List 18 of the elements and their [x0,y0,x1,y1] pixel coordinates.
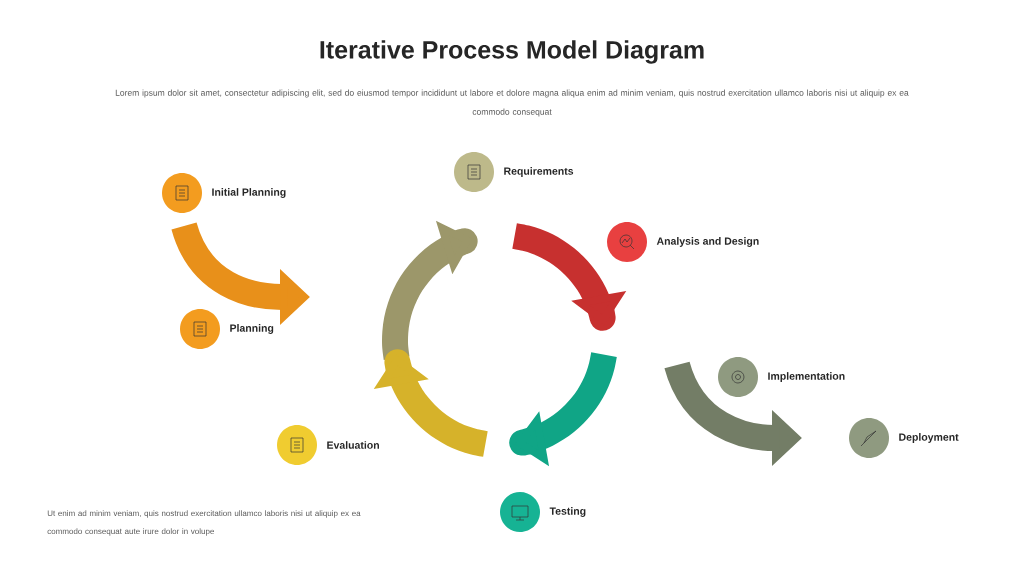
icon-circle [162,173,202,213]
stage-label: Initial Planning [212,188,286,198]
icon-circle [849,418,889,458]
stage-label: Deployment [899,433,959,443]
icon-circle [500,492,540,532]
note-paragraph: Ut enim ad minim veniam, quis nostrud exercitation ullamco laboris nisi ut aliquip ex ea commodo consequat aute irure dolor in volupe [47,510,361,536]
icon-circle [718,357,758,397]
stage-label: Testing [549,507,586,517]
stage-label: Implementation [768,372,845,382]
icon-circle [454,152,494,192]
icon-circle [180,309,220,349]
icon-circle [277,425,317,465]
intro-paragraph: Lorem ipsum dolor sit amet, consectetur adipiscing elit, sed do eiusmod tempor incididunt ut labore et dolore magna aliqua enim ad minim veniam, quis nostrud exercitation ullamco laboris nisi ut aliquip ex ea commodo consequat [115,89,909,117]
stage-label: Planning [230,324,274,334]
stage-label: Requirements [504,167,574,177]
stage-label: Analysis and Design [656,237,759,247]
title: Iterative Process Model Diagram [320,40,704,64]
stage-label: Evaluation [327,441,379,449]
